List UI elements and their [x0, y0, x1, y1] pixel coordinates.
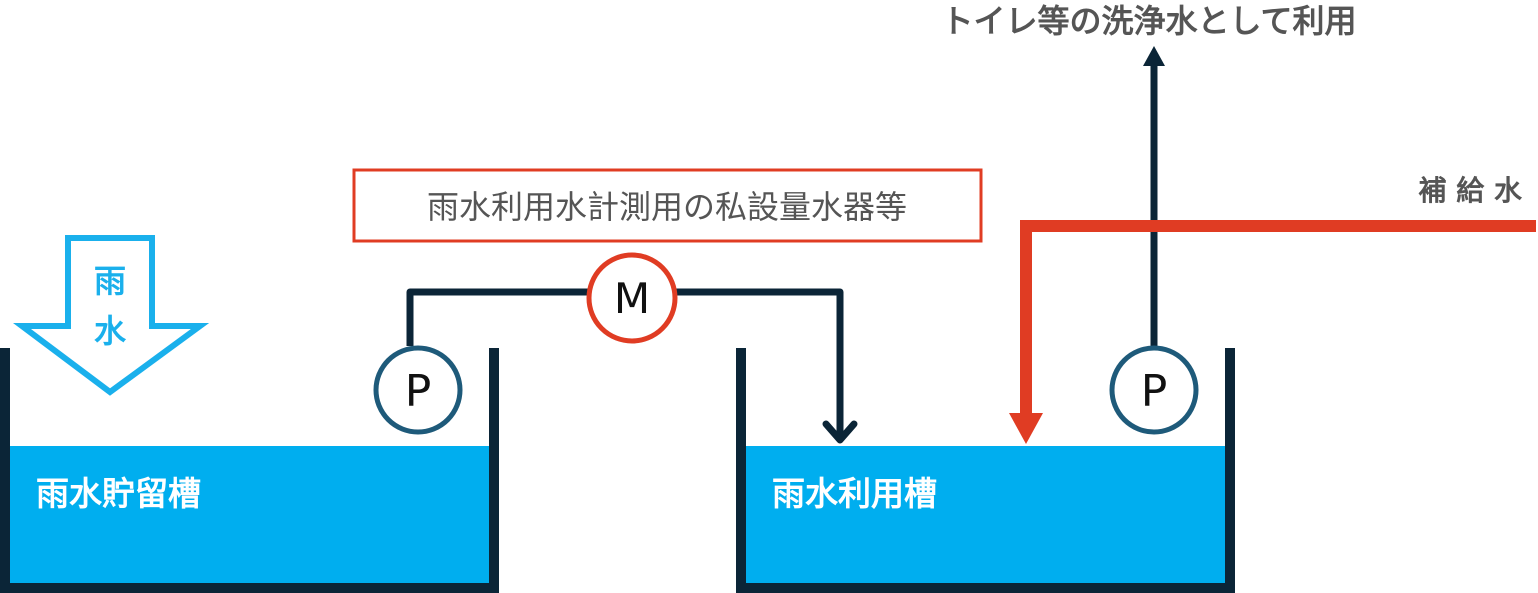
use-tank-label: 雨水利用槽	[772, 474, 937, 513]
transfer-pipe-arrowhead	[822, 420, 858, 444]
storage-tank-walls	[0, 348, 499, 593]
pump-right-symbol: P	[1141, 366, 1168, 417]
supply-water-pipe	[1009, 220, 1536, 444]
water-meter: M	[586, 252, 678, 344]
pump-right-circle	[1109, 345, 1199, 435]
water-meter-circle	[586, 252, 678, 344]
rain-arrow: 雨 水	[13, 235, 210, 396]
rain-arrow-char-1: 雨	[94, 262, 126, 300]
meter-caption-text: 雨水利用水計測用の私設量水器等	[427, 188, 907, 226]
rainwater-storage-tank: 雨水貯留槽	[0, 348, 499, 593]
pump-left: P	[373, 345, 463, 435]
use-tank-walls	[736, 348, 1235, 593]
water-meter-symbol: M	[614, 274, 650, 323]
rainwater-use-tank: 雨水利用槽	[736, 348, 1235, 593]
pump-left-circle	[373, 345, 463, 435]
use-tank-water	[741, 446, 1230, 583]
supply-water-pipe-line	[1020, 220, 1536, 418]
usage-label: トイレ等の洗浄水として利用	[941, 2, 1356, 40]
storage-tank-label: 雨水貯留槽	[36, 474, 201, 513]
rain-arrow-shape	[13, 235, 210, 396]
supply-water-label: 補 給 水	[1418, 174, 1523, 207]
flush-water-pipe	[1143, 46, 1165, 346]
meter-caption: 雨水利用水計測用の私設量水器等	[352, 168, 983, 243]
rain-arrow-char-2: 水	[94, 312, 127, 350]
storage-tank-water	[5, 446, 494, 583]
pump-left-symbol: P	[405, 366, 432, 417]
supply-water-arrowhead	[1009, 413, 1043, 444]
pump-right: P	[1109, 345, 1199, 435]
flush-water-arrowhead	[1143, 46, 1165, 66]
meter-caption-box	[352, 168, 983, 243]
